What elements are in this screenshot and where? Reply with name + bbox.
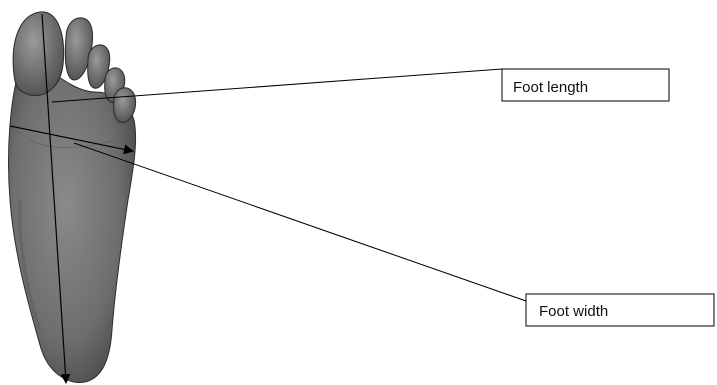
big-toe bbox=[12, 11, 65, 97]
foot-width-arrow bbox=[9, 125, 134, 155]
foot-length-leader-line bbox=[51, 68, 503, 103]
foot-width-label: Foot width bbox=[539, 303, 608, 320]
foot-length-arrow bbox=[41, 13, 71, 384]
sole-crease bbox=[29, 139, 116, 148]
third-toe bbox=[87, 44, 111, 89]
foot-sole-image bbox=[8, 11, 137, 384]
foot-length-label: Foot length bbox=[513, 79, 588, 96]
second-toe bbox=[64, 17, 94, 81]
foot-sole bbox=[8, 57, 137, 384]
foot-width-leader-line bbox=[73, 142, 527, 302]
sole-arch-shading bbox=[18, 199, 42, 331]
foot-width-label-box: Foot width bbox=[525, 293, 715, 327]
foot-length-label-box: Foot length bbox=[501, 68, 670, 102]
